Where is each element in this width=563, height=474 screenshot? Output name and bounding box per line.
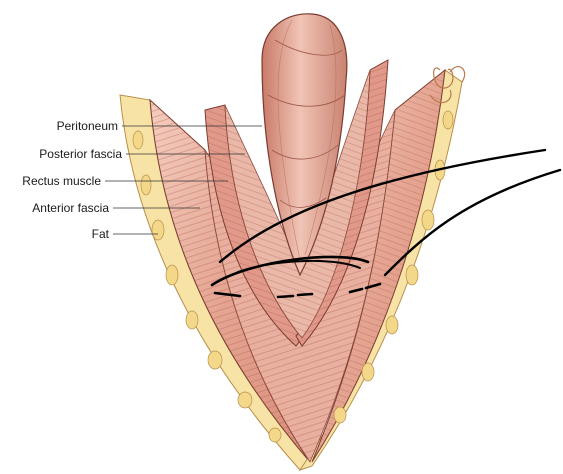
abdominal-wall: [119, 68, 463, 471]
label-rectus-muscle-text: Rectus muscle: [22, 174, 101, 188]
labels: Peritoneum Posterior fascia Rectus muscl…: [22, 119, 262, 241]
curled-tissue: [429, 66, 466, 104]
peritoneum-mass: [261, 13, 348, 277]
suture-lines: [210, 148, 562, 299]
label-posterior-fascia: Posterior fascia: [39, 147, 245, 161]
label-peritoneum-text: Peritoneum: [57, 119, 118, 133]
suture-loop-2: [237, 259, 361, 273]
label-rectus-muscle: Rectus muscle: [22, 174, 228, 188]
suture-upper: [218, 148, 547, 264]
label-anterior-fascia: Anterior fascia: [32, 201, 200, 215]
label-peritoneum: Peritoneum: [57, 119, 262, 133]
label-posterior-fascia-text: Posterior fascia: [39, 147, 122, 161]
fat-lobules: [132, 110, 454, 443]
label-fat-text: Fat: [92, 227, 110, 241]
label-anterior-fascia-text: Anterior fascia: [32, 201, 109, 215]
suture-loop: [210, 255, 370, 287]
suture-dashes: [213, 282, 382, 299]
label-fat: Fat: [92, 227, 158, 241]
inner-layers: [204, 59, 389, 347]
suture-lower: [383, 168, 562, 277]
